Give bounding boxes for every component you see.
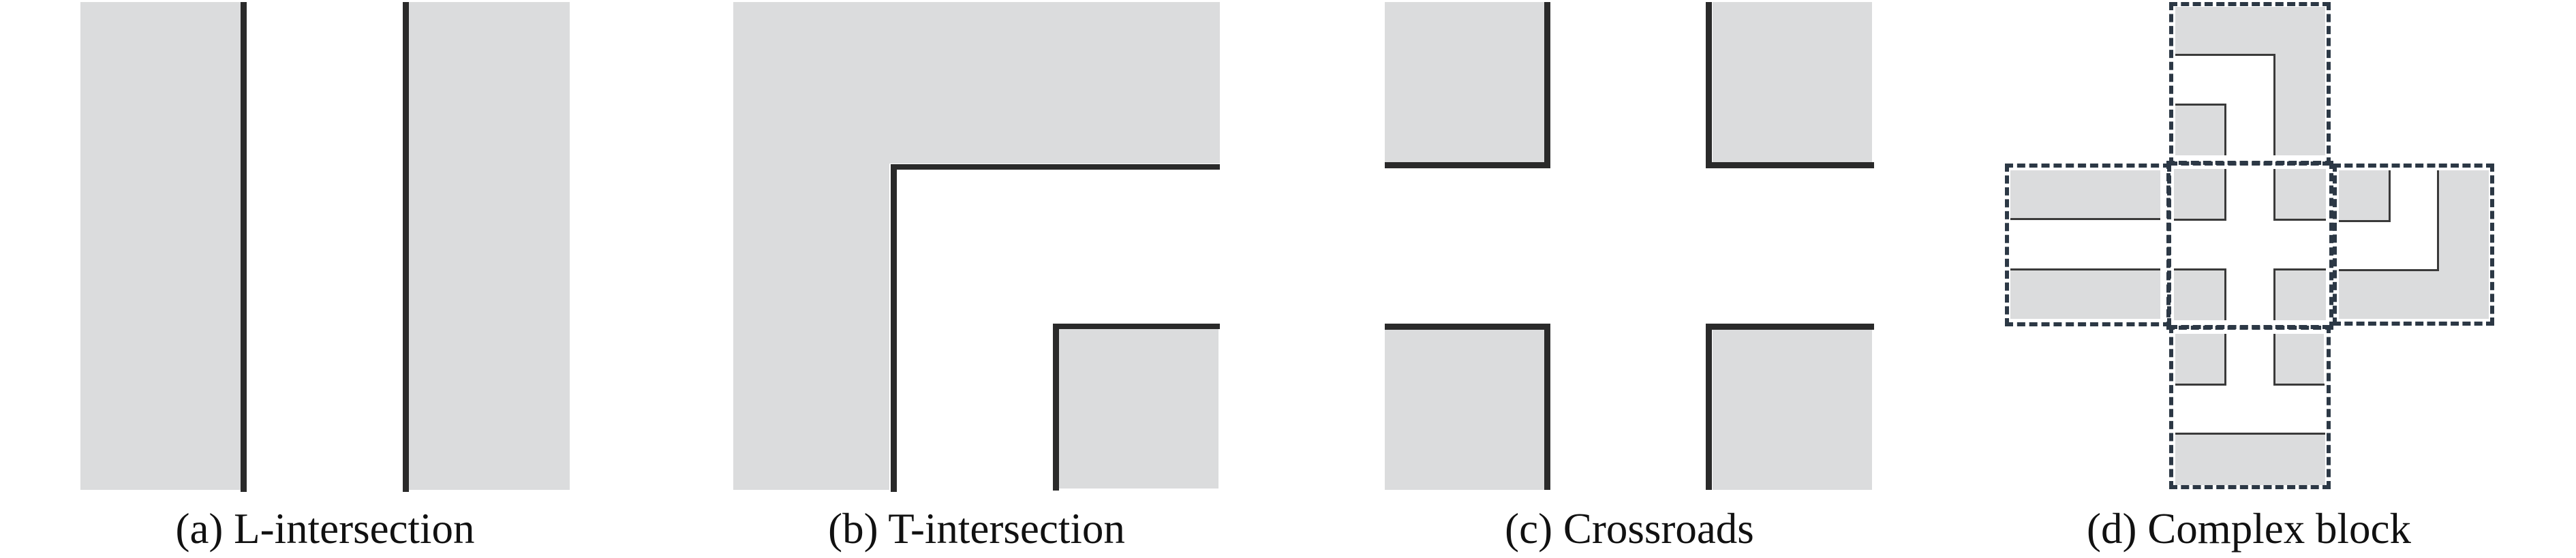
bottom-right-bar-block xyxy=(2274,334,2324,385)
right-square-block xyxy=(2339,170,2390,221)
right-column-block xyxy=(2438,170,2489,319)
bottom-left-bar-curb-bottom xyxy=(2175,384,2226,386)
center-tl-curb-bottom xyxy=(2174,219,2226,221)
corner-square-edge-left xyxy=(1053,324,1059,491)
corner-square-block xyxy=(1059,329,1218,489)
top-right-block xyxy=(1713,2,1872,162)
right-column-curb-left xyxy=(2437,170,2439,270)
sub-block-top-boundary xyxy=(2169,2,2331,166)
center-bl-block xyxy=(2174,270,2226,320)
center-tr-curb-bottom xyxy=(2273,219,2326,221)
center-tr-block xyxy=(2274,169,2326,220)
top-square-curb-right xyxy=(2224,104,2226,155)
left-block xyxy=(80,2,241,490)
top-right-edge-left xyxy=(1706,2,1712,168)
right-square-curb-bottom xyxy=(2339,220,2391,222)
caption-a: (a) L-intersection xyxy=(175,505,475,553)
caption-b: (b) T-intersection xyxy=(828,505,1125,553)
left-bottom-bar-block xyxy=(2010,270,2160,319)
top-left-edge-bottom xyxy=(1385,162,1550,168)
top-band-curb-bottom xyxy=(2175,54,2275,56)
sub-block-center-boundary xyxy=(2166,161,2333,330)
corner-block-left-column xyxy=(733,164,889,490)
bottom-bar-curb-top xyxy=(2175,433,2325,435)
top-left-block xyxy=(1385,2,1544,162)
corner-road-edge-horizontal xyxy=(891,164,1220,170)
corner-block-top-band xyxy=(733,2,1220,164)
bottom-right-edge-top xyxy=(1706,324,1874,330)
right-bar-curb-top xyxy=(2339,269,2439,271)
bottom-right-bar-curb-bottom xyxy=(2273,384,2325,386)
center-bl-curb-top xyxy=(2174,268,2226,270)
left-top-bar-curb-bottom xyxy=(2010,218,2160,220)
left-bottom-bar-curb-top xyxy=(2010,268,2160,270)
right-block xyxy=(409,2,570,490)
top-square-block xyxy=(2175,105,2225,155)
center-bl-curb-right xyxy=(2224,268,2226,320)
corner-road-edge-vertical xyxy=(891,164,897,492)
caption-d: (d) Complex block xyxy=(2087,505,2411,553)
top-column-block xyxy=(2274,55,2325,155)
bottom-right-edge-left xyxy=(1706,324,1712,490)
corner-square-edge-top xyxy=(1053,324,1220,329)
top-right-edge-bottom xyxy=(1706,162,1874,168)
top-square-curb-top xyxy=(2175,104,2226,106)
right-square-curb-right xyxy=(2389,170,2391,222)
bottom-right-bar-curb-left xyxy=(2273,334,2275,386)
bottom-right-block xyxy=(1713,329,1872,490)
center-br-curb-top xyxy=(2273,268,2326,270)
left-road-edge-line xyxy=(241,2,247,492)
center-tr-curb-left xyxy=(2273,169,2275,221)
bottom-left-bar-curb-right xyxy=(2224,334,2226,386)
top-left-edge-right xyxy=(1544,2,1550,168)
sub-block-left-boundary xyxy=(2005,164,2171,326)
left-top-bar-block xyxy=(2010,170,2160,219)
bottom-left-edge-top xyxy=(1385,324,1550,330)
right-bar-block xyxy=(2339,270,2438,319)
top-column-curb-left xyxy=(2273,54,2275,155)
sub-block-bottom-boundary xyxy=(2169,325,2331,489)
center-br-curb-left xyxy=(2273,268,2275,320)
bottom-left-block xyxy=(1385,329,1544,490)
bottom-left-bar-block xyxy=(2175,334,2225,385)
right-road-edge-line xyxy=(403,2,409,492)
bottom-bar-block xyxy=(2175,434,2325,485)
bottom-left-edge-right xyxy=(1544,324,1550,490)
top-band-block xyxy=(2175,7,2325,55)
sub-block-right-boundary xyxy=(2333,164,2494,326)
caption-c: (c) Crossroads xyxy=(1505,505,1754,553)
center-br-block xyxy=(2274,270,2326,320)
center-tl-curb-right xyxy=(2224,169,2226,221)
center-tl-block xyxy=(2174,169,2226,220)
